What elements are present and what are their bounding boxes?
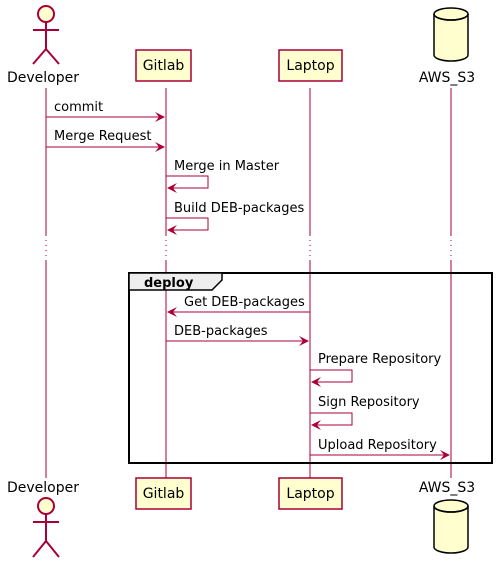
- developer-label-bottom: Developer: [7, 480, 79, 496]
- message-merge-request-label: Merge Request: [54, 129, 152, 144]
- laptop-label-bottom: Laptop: [286, 486, 334, 502]
- message-sign-repo-label: Sign Repository: [318, 395, 420, 410]
- message-get-deb: Get DEB-packages: [167, 295, 310, 317]
- message-merge-in-master: Merge in Master: [166, 159, 280, 193]
- message-prepare-repo-label: Prepare Repository: [318, 352, 442, 367]
- gitlab-label-bottom: Gitlab: [143, 486, 185, 502]
- deploy-group-label: deploy: [144, 276, 194, 291]
- laptop-participant-bottom: Laptop: [278, 477, 343, 510]
- message-upload-repo-label: Upload Repository: [318, 438, 437, 453]
- message-commit-label: commit: [54, 100, 103, 115]
- gitlab-participant-top: Gitlab: [135, 49, 192, 82]
- laptop-label-top: Laptop: [286, 58, 334, 74]
- message-sign-repo: Sign Repository: [310, 395, 420, 430]
- message-prepare-repo: Prepare Repository: [310, 352, 442, 387]
- deploy-group-frame: deploy: [128, 272, 493, 464]
- message-merge-in-master-label: Merge in Master: [174, 159, 280, 174]
- developer-actor-top: Developer: [7, 5, 79, 86]
- message-build-deb-label: Build DEB-packages: [174, 201, 304, 216]
- aws-s3-participant-top: AWS_S3: [419, 7, 475, 86]
- gitlab-participant-bottom: Gitlab: [135, 477, 192, 510]
- lifelines: [45, 88, 452, 478]
- message-deb-packages: DEB-packages: [166, 324, 309, 346]
- gitlab-label-top: Gitlab: [143, 58, 185, 74]
- developer-label-top: Developer: [7, 70, 79, 86]
- aws-s3-participant-bottom: AWS_S3: [419, 480, 475, 554]
- developer-actor-bottom: Developer: [7, 480, 79, 558]
- aws-s3-label-top: AWS_S3: [419, 70, 475, 86]
- message-commit: commit: [46, 100, 165, 122]
- message-build-deb: Build DEB-packages: [166, 201, 304, 235]
- stick-figure-icon: [32, 5, 60, 65]
- message-merge-request: Merge Request: [46, 129, 165, 152]
- message-deb-packages-label: DEB-packages: [174, 324, 268, 339]
- database-icon: [433, 499, 469, 554]
- message-upload-repo: Upload Repository: [310, 438, 450, 460]
- laptop-participant-top: Laptop: [278, 49, 343, 82]
- aws-s3-label-bottom: AWS_S3: [419, 480, 475, 496]
- database-icon: [433, 7, 469, 62]
- stick-figure-icon: [32, 497, 60, 558]
- message-get-deb-label: Get DEB-packages: [184, 295, 305, 310]
